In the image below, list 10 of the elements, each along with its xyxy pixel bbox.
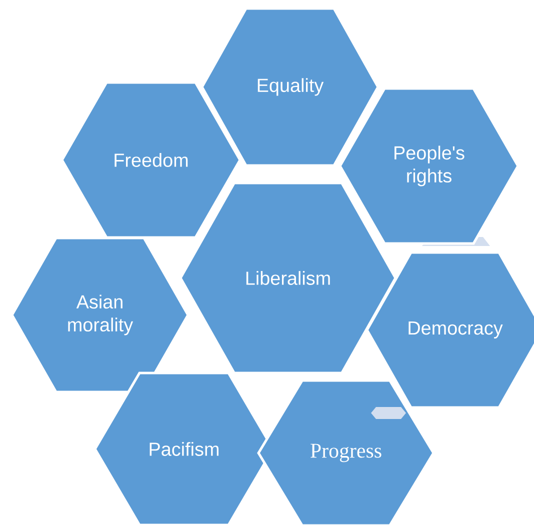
hexagon: Progress <box>257 379 435 525</box>
hexagon: Freedom <box>60 81 242 239</box>
hexagon: Liberalism <box>179 182 397 374</box>
node-label: Democracy <box>408 322 503 338</box>
node-label: People's rights <box>394 146 464 186</box>
hexagon: Asian morality <box>10 236 190 394</box>
hexagon: Equality <box>200 7 380 167</box>
hexagon: People's rights <box>338 87 520 245</box>
hexagon: Democracy <box>366 251 534 409</box>
hexagon: Pacifism <box>94 372 274 525</box>
